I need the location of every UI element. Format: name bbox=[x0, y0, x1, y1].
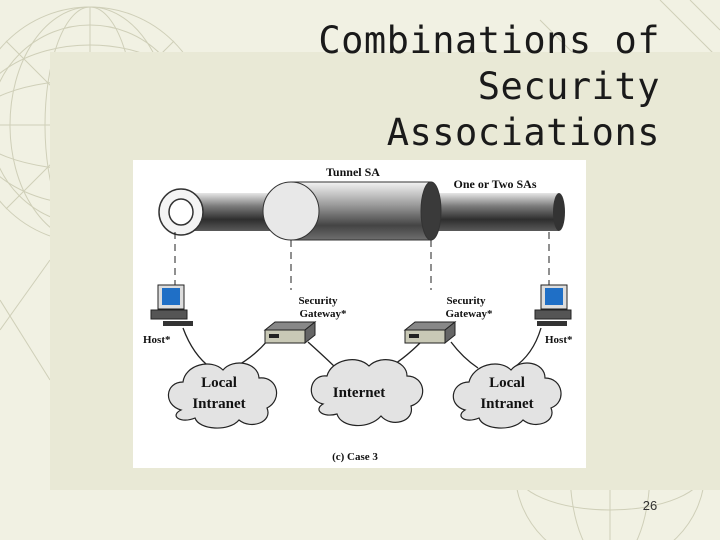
left-cloud-label-line1: Local bbox=[201, 375, 237, 391]
slide-title: Combinations of Security Associations bbox=[140, 18, 660, 156]
right-host-computer-icon bbox=[534, 284, 572, 326]
dashed-guides bbox=[174, 232, 550, 290]
left-host-computer-icon bbox=[150, 284, 193, 326]
sa-combination-diagram: Tunnel SA One or Two SAs bbox=[133, 160, 586, 468]
title-line-1: Combinations of Security bbox=[318, 19, 660, 108]
tunnel-sa-pipe bbox=[262, 181, 442, 241]
left-gateway-label-line2: Gateway* bbox=[299, 308, 347, 320]
title-line-2: Associations bbox=[386, 111, 660, 154]
right-gateway-device-icon bbox=[403, 320, 457, 345]
center-cloud-label: Internet bbox=[333, 385, 386, 401]
right-intranet-cloud bbox=[452, 362, 562, 429]
one-or-two-sas-label: One or Two SAs bbox=[453, 177, 536, 191]
right-cloud-label-line1: Local bbox=[489, 375, 525, 391]
right-gateway-label-line2: Gateway* bbox=[445, 308, 493, 320]
left-gateway-label-line1: Security bbox=[298, 295, 338, 307]
left-cloud-label-line2: Intranet bbox=[192, 396, 245, 412]
left-gateway-device-icon bbox=[263, 320, 317, 345]
figure-caption: (c) Case 3 bbox=[332, 451, 378, 463]
page-number: 26 bbox=[642, 498, 658, 513]
left-host-label: Host* bbox=[143, 334, 171, 346]
internet-cloud bbox=[310, 359, 424, 427]
right-cloud-label-line2: Intranet bbox=[480, 396, 533, 412]
right-host-label: Host* bbox=[545, 334, 573, 346]
left-intranet-cloud bbox=[167, 362, 278, 429]
tunnel-sa-label: Tunnel SA bbox=[326, 165, 380, 179]
right-gateway-label-line1: Security bbox=[446, 295, 486, 307]
diagram-canvas: Tunnel SA One or Two SAs bbox=[143, 165, 573, 463]
